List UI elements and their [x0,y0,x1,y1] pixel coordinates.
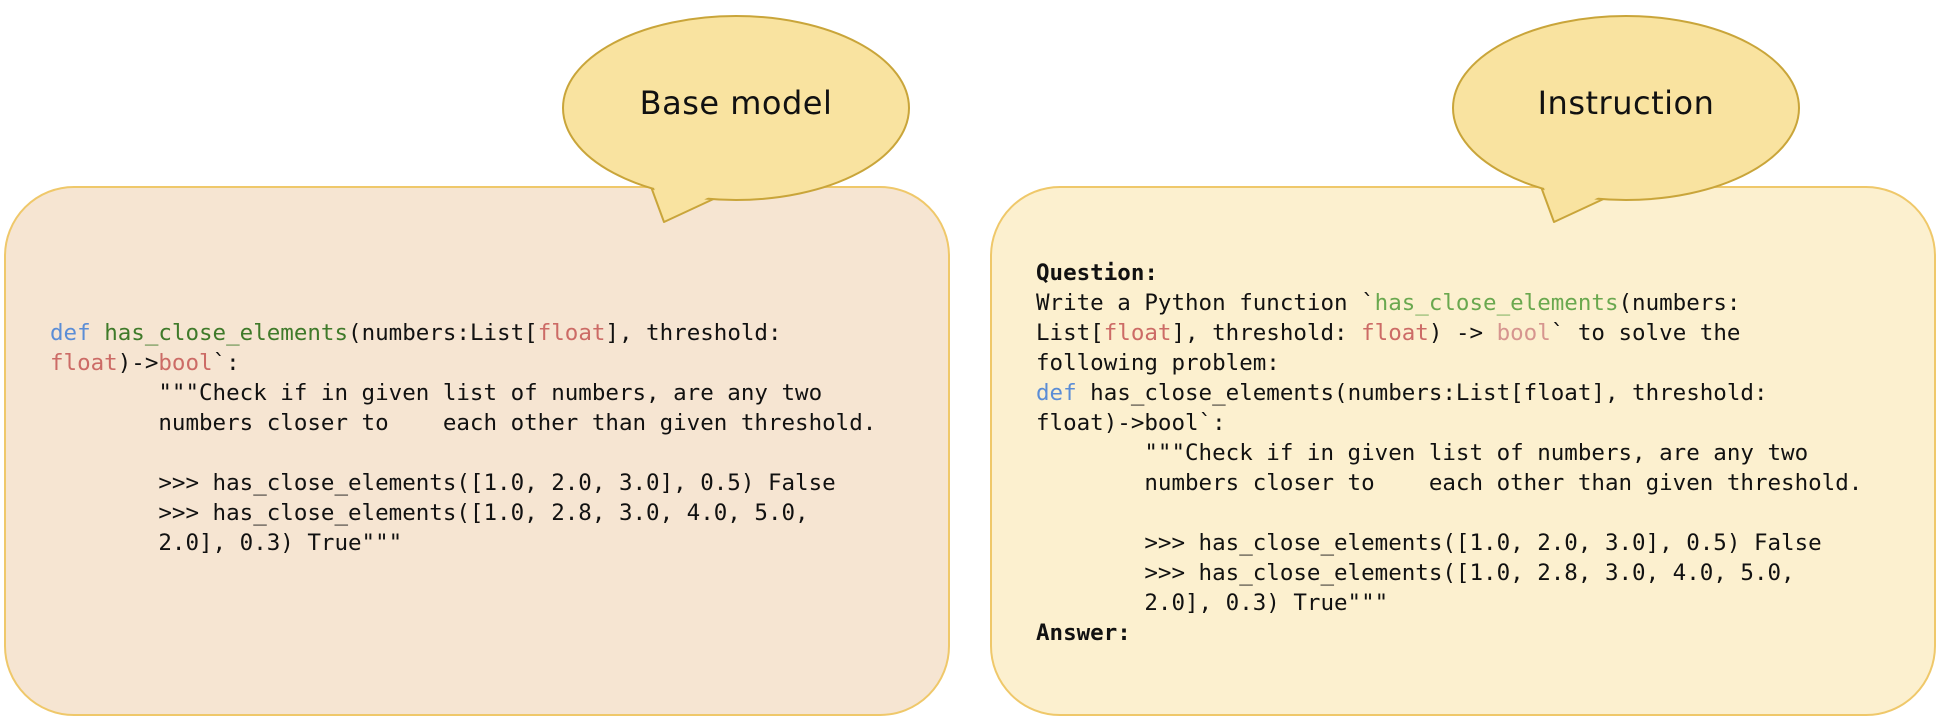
base-model-speech-bubble [562,15,910,223]
docstring-line: numbers closer to each other than given … [1036,470,1863,496]
code-text: has_close_elements(numbers:List[float], … [1076,380,1768,406]
code-text: following problem: [1036,350,1280,376]
type-bool: bool [158,350,213,376]
docstring-line: """Check if in given list of numbers, ar… [50,380,823,406]
example-line: >>> has_close_elements([1.0, 2.0, 3.0], … [1036,530,1822,556]
docstring-line: """Check if in given list of numbers, ar… [1036,440,1809,466]
code-text: ], threshold: [605,320,782,346]
code-text: List[ [1036,320,1104,346]
def-keyword: def [50,320,91,346]
example-line: >>> has_close_elements([1.0, 2.0, 3.0], … [50,470,836,496]
base-model-panel [4,186,950,716]
type-float: float [537,320,606,346]
type-float: float [50,350,118,376]
base-model-label: Base model [639,84,833,122]
code-text: `: [212,350,240,376]
example-line: >>> has_close_elements([1.0, 2.8, 3.0, 4… [1036,560,1795,586]
answer-label: Answer: [1036,620,1131,646]
instruction-code: Question: Write a Python function `has_c… [1036,258,1862,648]
type-float: float [1103,320,1172,346]
docstring-line: numbers closer to each other than given … [50,410,877,436]
type-bool: bool [1496,320,1551,346]
base-model-code: def has_close_elements(numbers:List[floa… [50,318,876,558]
def-keyword: def [1036,380,1077,406]
function-name: has_close_elements [104,320,349,346]
instruction-label: Instruction [1537,84,1715,122]
example-line: 2.0], 0.3) True""" [50,530,403,556]
code-text: float)->bool`: [1036,410,1226,436]
code-text: (numbers: [1618,290,1741,316]
code-text: ) -> [1428,320,1497,346]
code-text: ` to solve the [1550,320,1741,346]
code-text: )-> [117,350,159,376]
code-text: (numbers:List[ [348,320,538,346]
type-float: float [1361,320,1429,346]
code-text: Write a Python function ` [1036,290,1375,316]
code-text: ], threshold: [1171,320,1362,346]
instruction-panel [990,186,1936,716]
example-line: 2.0], 0.3) True""" [1036,590,1389,616]
question-label: Question: [1036,260,1158,286]
example-line: >>> has_close_elements([1.0, 2.8, 3.0, 4… [50,500,809,526]
instruction-speech-bubble [1452,15,1800,223]
function-name: has_close_elements [1374,290,1619,316]
